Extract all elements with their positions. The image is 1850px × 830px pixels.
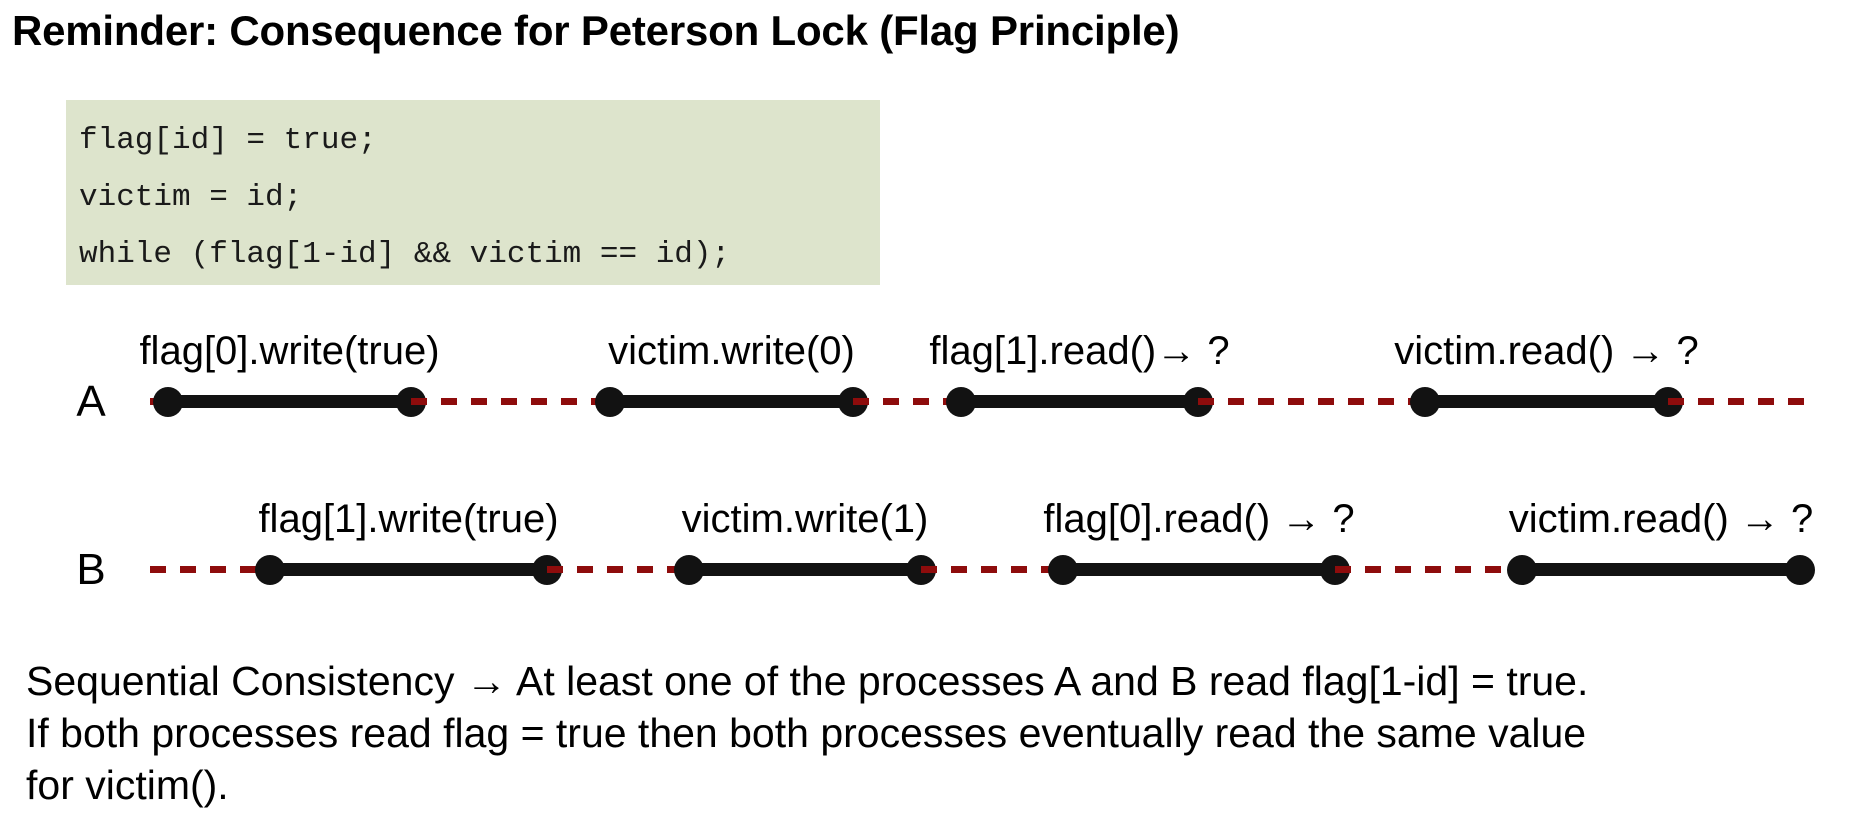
interval-end-dot (1785, 554, 1815, 585)
operation-interval (153, 386, 426, 417)
interval-start-dot (1507, 554, 1537, 585)
timeline-gap-dash (547, 566, 689, 573)
operation-interval (1048, 554, 1350, 585)
code-line-3: while (flag[1-id] && victim == id); (79, 237, 731, 272)
operation-interval (674, 554, 936, 585)
operation-interval (1410, 386, 1683, 417)
interval-start-dot (1048, 554, 1078, 585)
timeline-gap-dash (1668, 398, 1810, 405)
process-label-a: A (76, 377, 106, 426)
operation-label: victim.write(0) (608, 329, 855, 373)
operation-label: flag[0].read() → ? (1043, 497, 1355, 541)
interval-start-dot (153, 386, 183, 417)
operation-label: victim.read() → ? (1508, 497, 1814, 541)
conclusion-line-1: Sequential Consistency → At least one of… (26, 658, 1589, 704)
conclusion-line-2: If both processes read flag = true then … (26, 710, 1587, 756)
timeline-gap-dash (150, 566, 270, 573)
page-title: Reminder: Consequence for Peterson Lock … (12, 7, 1180, 54)
timeline-gap-dash (1198, 398, 1425, 405)
interval-start-dot (946, 386, 976, 417)
code-block: flag[id] = true; victim = id; while (fla… (66, 100, 880, 285)
conclusion-line-3: for victim(). (26, 762, 229, 808)
code-line-2: victim = id; (79, 180, 303, 215)
operation-interval (946, 386, 1213, 417)
operation-label: victim.write(1) (681, 497, 929, 541)
timeline-row-b: B flag[1].write(true) victim.write(1) flag… (0, 458, 1850, 608)
process-label-b: B (76, 545, 106, 594)
operation-interval (1507, 554, 1815, 585)
interval-start-dot (255, 554, 285, 585)
interval-start-dot (595, 386, 625, 417)
execution-timeline-diagram: A flag[0].write(true) victim.write(0) flag… (0, 290, 1850, 610)
operation-label: flag[0].write(true) (139, 329, 440, 373)
timeline-gap-dash (1335, 566, 1522, 573)
code-line-1: flag[id] = true; (79, 123, 377, 158)
interval-start-dot (1410, 386, 1440, 417)
operation-interval (595, 386, 868, 417)
timeline-gap-dash (921, 566, 1063, 573)
conclusion-text: Sequential Consistency → At least one of… (26, 655, 1816, 811)
timeline-gap-dash (411, 398, 610, 405)
interval-start-dot (674, 554, 704, 585)
operation-interval (255, 554, 562, 585)
timeline-gap-dash (853, 398, 961, 405)
operation-label: flag[1].read()→ ? (929, 329, 1230, 373)
operation-label: flag[1].write(true) (258, 497, 559, 541)
operation-label: victim.read() → ? (1394, 329, 1699, 373)
timeline-row-a: A flag[0].write(true) victim.write(0) flag… (0, 290, 1850, 440)
